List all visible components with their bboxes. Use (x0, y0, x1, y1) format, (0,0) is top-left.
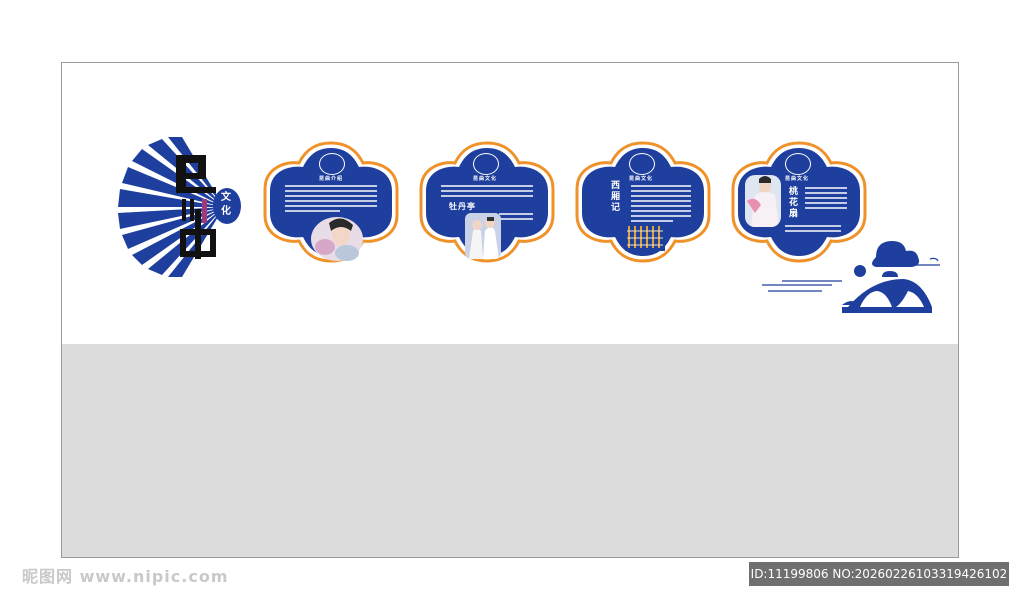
culture-badge: 文化 (212, 187, 242, 225)
panel-title: 桃花扇 (789, 187, 799, 219)
panel-badge-label: 昆曲文化 (785, 176, 810, 182)
display-board: 文化 昆曲介绍 昆曲文化 牡丹亭 (61, 62, 959, 558)
lower-gray-area (62, 344, 958, 557)
panel-intro: 昆曲介绍 (263, 141, 399, 263)
panel-text-block (285, 185, 377, 215)
panel-text-block (805, 187, 847, 212)
panel-peach-blossom-fan: 昆曲文化 桃花扇 (731, 141, 867, 263)
panel-badge-label: 昆曲文化 (629, 176, 654, 182)
panel-title: 西厢记 (611, 181, 621, 213)
badge-seal (629, 153, 655, 175)
quatrefoil-frame (419, 141, 555, 263)
opera-performer-photo (465, 213, 501, 259)
kun-character-logo (176, 155, 216, 259)
culture-badge-shape (213, 188, 241, 224)
opera-performer-photo (745, 175, 781, 227)
opera-performer-photo (311, 217, 363, 261)
quatrefoil-frame (263, 141, 399, 263)
panel-west-chamber: 昆曲文化 西厢记 (575, 141, 711, 263)
calligraphy-image (625, 223, 665, 251)
badge-seal (319, 153, 345, 175)
watermark-left: 昵图网 www.nipic.com (22, 567, 229, 586)
culture-badge-text: 文化 (221, 192, 231, 217)
panel-title: 牡丹亭 (449, 201, 476, 211)
panel-badge-label: 昆曲介绍 (319, 176, 344, 182)
panel-peony-pavilion: 昆曲文化 牡丹亭 (419, 141, 555, 263)
panel-text-block-2 (785, 225, 841, 235)
cloud-bridge-decoration (762, 241, 940, 313)
panel-text-block (631, 185, 691, 225)
panel-text-block-2 (499, 213, 533, 223)
badge-seal (785, 153, 811, 175)
badge-seal (473, 153, 499, 175)
quatrefoil-frame (575, 141, 711, 263)
watermark-id: ID:11199806 NO:20260226103319426102 (749, 562, 1009, 586)
panel-badge-label: 昆曲文化 (473, 176, 498, 182)
panel-text-block (441, 185, 533, 200)
